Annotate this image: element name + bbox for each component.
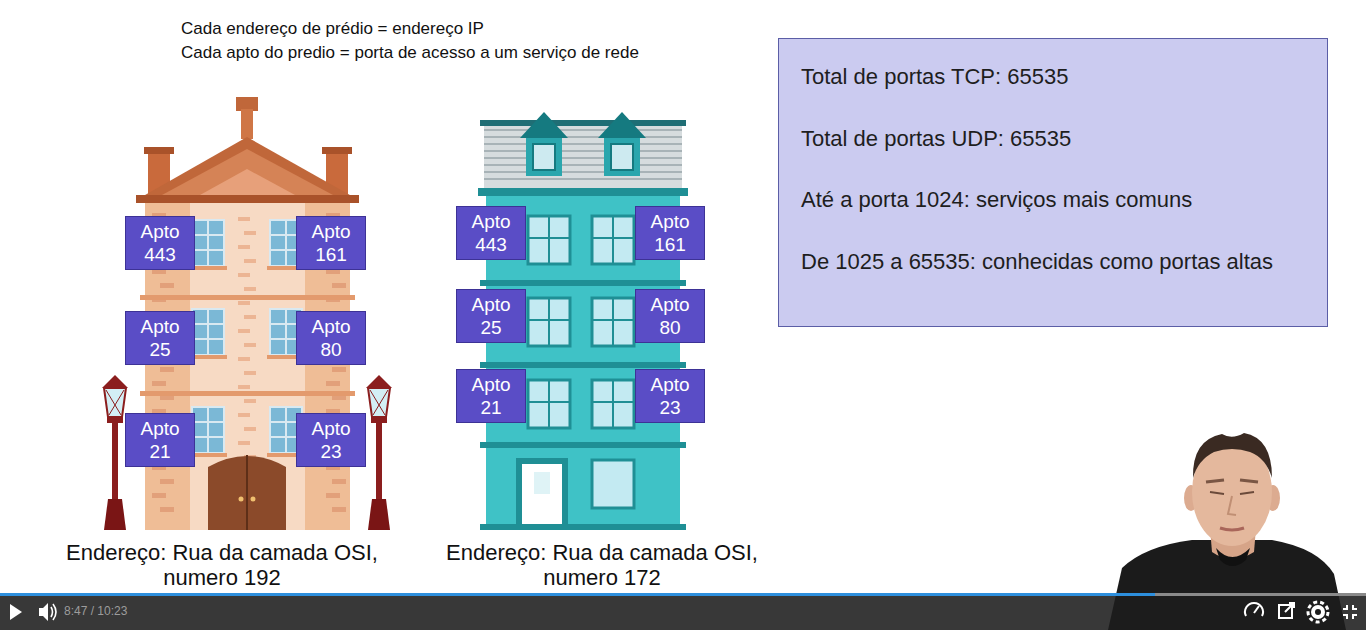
port-box: Apto 21 bbox=[456, 369, 526, 423]
port-label: Apto 80 bbox=[303, 315, 359, 361]
port-label: Apto 21 bbox=[132, 417, 188, 463]
port-box: Apto 21 bbox=[125, 413, 195, 467]
panel-text: Total de portas TCP: 65535 bbox=[801, 64, 1068, 90]
info-panel: Total de portas TCP: 65535Total de porta… bbox=[778, 38, 1328, 327]
port-box: Apto 80 bbox=[635, 289, 705, 343]
panel-text: Total de portas UDP: 65535 bbox=[801, 126, 1071, 152]
port-box: Apto 161 bbox=[296, 216, 366, 270]
port-label: Apto 23 bbox=[642, 373, 698, 419]
port-box: Apto 25 bbox=[456, 289, 526, 343]
building-node: Endereço: Rua da camada OSI, numero 192A… bbox=[100, 95, 395, 530]
port-label: Apto 443 bbox=[132, 220, 188, 266]
panel-text: De 1025 a 65535: conhecidas como portas … bbox=[801, 249, 1273, 275]
port-box: Apto 161 bbox=[635, 206, 705, 260]
building-node: Endereço: Rua da camada OSI, numero 172A… bbox=[450, 108, 710, 530]
address-label: Endereço: Rua da camada OSI, numero 192 bbox=[57, 540, 387, 590]
video-time: 8:47 / 10:23 bbox=[64, 604, 127, 618]
port-box: Apto 80 bbox=[296, 311, 366, 365]
port-label: Apto 23 bbox=[303, 417, 359, 463]
port-box: Apto 25 bbox=[125, 311, 195, 365]
port-label: Apto 25 bbox=[132, 315, 188, 361]
port-label: Apto 161 bbox=[642, 210, 698, 256]
port-label: Apto 161 bbox=[303, 220, 359, 266]
port-box: Apto 23 bbox=[635, 369, 705, 423]
port-box: Apto 443 bbox=[125, 216, 195, 270]
address-label: Endereço: Rua da camada OSI, numero 172 bbox=[437, 540, 767, 590]
note-text: Cada endereço de prédio = endereço IP bbox=[181, 19, 484, 39]
port-box: Apto 23 bbox=[296, 413, 366, 467]
port-label: Apto 21 bbox=[463, 373, 519, 419]
panel-text: Até a porta 1024: serviços mais comuns bbox=[801, 187, 1192, 213]
port-label: Apto 80 bbox=[642, 293, 698, 339]
note-text: Cada apto do predio = porta de acesso a … bbox=[181, 43, 639, 63]
port-box: Apto 443 bbox=[456, 206, 526, 260]
port-label: Apto 443 bbox=[463, 210, 519, 256]
player-bar bbox=[0, 593, 1366, 630]
port-label: Apto 25 bbox=[463, 293, 519, 339]
